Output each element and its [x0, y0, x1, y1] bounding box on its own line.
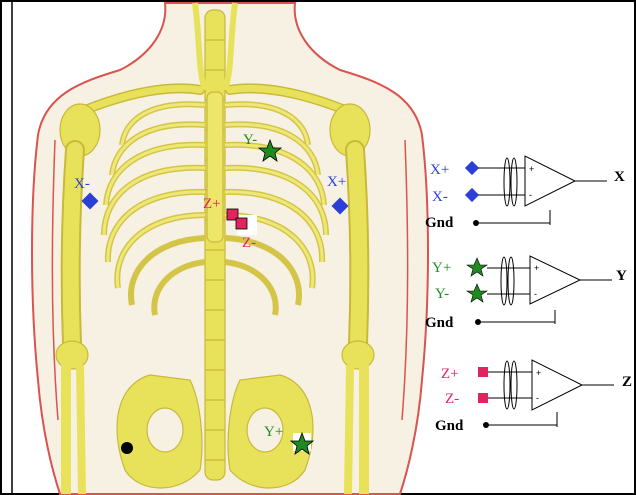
y-minus-label: Y-	[243, 132, 257, 148]
amp-z-minus-pin: -	[536, 393, 539, 403]
circuit-z-plus-label: Z+	[441, 366, 459, 382]
circuit-x-gnd-label: Gnd	[425, 215, 454, 231]
circuit-z-output: Z	[622, 374, 632, 390]
circuit-x-plus-label: X+	[430, 162, 449, 178]
circuit-x-minus-label: X-	[432, 189, 448, 205]
amp-x-plus-pin: +	[529, 164, 534, 174]
circuit-y-gnd-label: Gnd	[425, 315, 454, 331]
circuit-z-minus-label: Z-	[445, 391, 459, 407]
z-minus-square-icon	[236, 218, 247, 229]
circuit-y-minus-label: Y-	[435, 286, 449, 302]
circuit-x-output: X	[614, 169, 625, 185]
circuit-y-output: Y	[616, 268, 627, 284]
amp-y-plus-pin: +	[534, 263, 539, 273]
circuit-y-plus-label: Y+	[432, 260, 451, 276]
ground-electrode	[121, 442, 133, 454]
spine	[205, 10, 225, 480]
y-plus-label: Y+	[264, 424, 283, 440]
sternum	[207, 92, 223, 242]
x-minus-label: X-	[74, 176, 90, 192]
x-plus-label: X+	[327, 174, 346, 190]
amp-x-minus-pin: -	[529, 190, 532, 200]
circuit-z-minus-square-icon	[478, 393, 488, 403]
z-plus-label: Z+	[203, 196, 221, 212]
circuit-z-plus-square-icon	[478, 367, 488, 377]
circuit-z-gnd-label: Gnd	[435, 418, 464, 434]
amp-y-minus-pin: -	[534, 289, 537, 299]
amp-z-plus-pin: +	[536, 368, 541, 378]
z-minus-label: Z-	[242, 235, 256, 251]
